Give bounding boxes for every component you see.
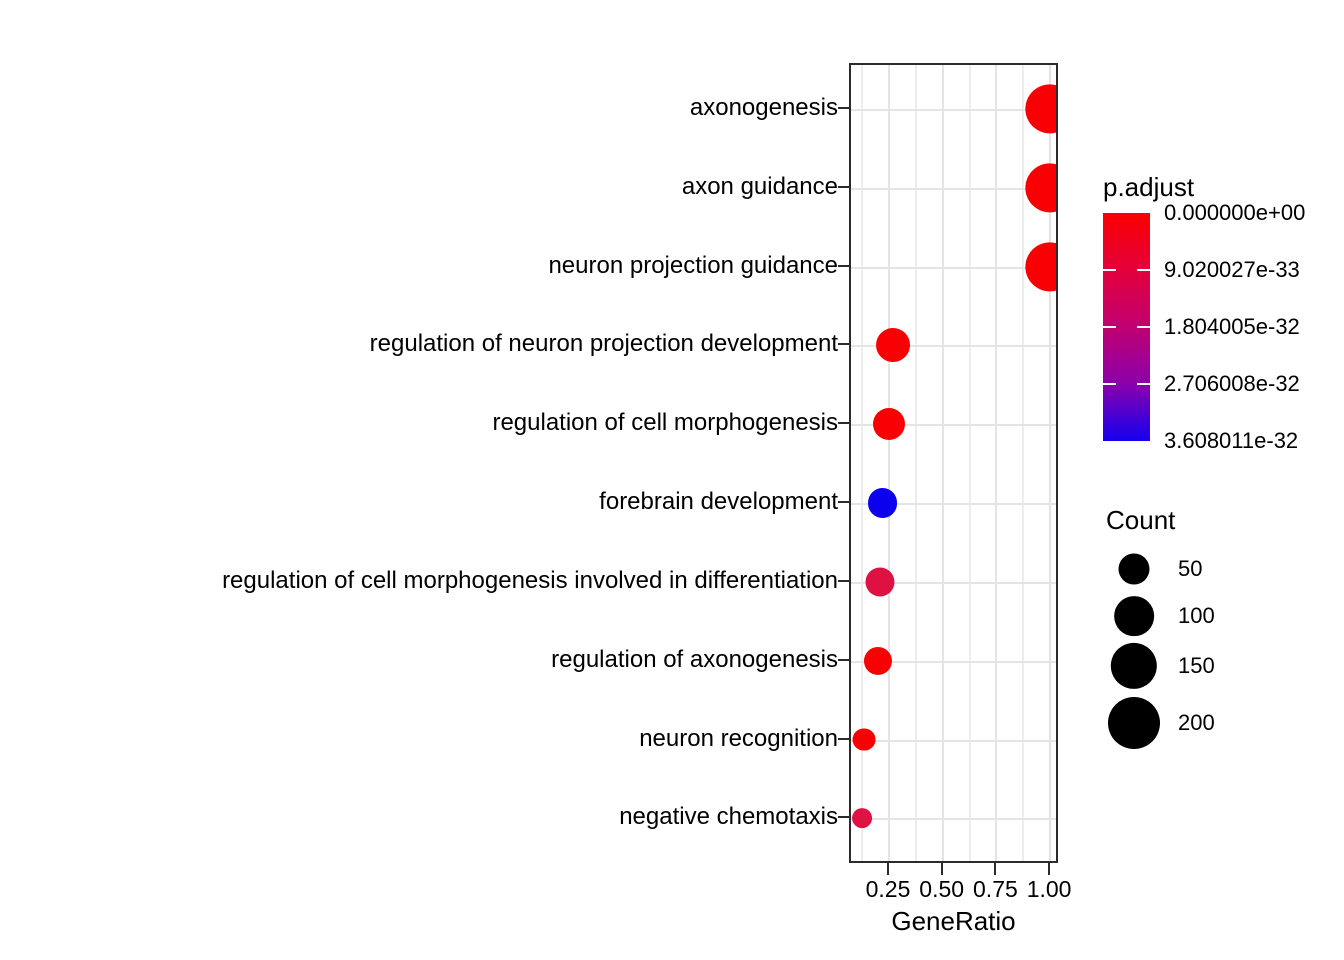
gridline-y-major bbox=[851, 739, 1056, 742]
colorbar-label: 3.608011e-32 bbox=[1164, 428, 1299, 453]
count-legend-label: 100 bbox=[1178, 603, 1215, 628]
gridline-x-minor bbox=[1022, 65, 1025, 861]
count-legend-circle bbox=[1118, 553, 1150, 585]
category-label: regulation of cell morphogenesis involve… bbox=[222, 566, 838, 594]
gridline-y-major bbox=[851, 660, 1056, 663]
y-tick-mark bbox=[838, 107, 849, 109]
colorbar-tick-mark bbox=[1137, 383, 1150, 385]
gridline-x-minor bbox=[914, 65, 917, 861]
gridline-y-major bbox=[851, 503, 1056, 506]
colorbar-tick-mark bbox=[1137, 269, 1150, 271]
y-tick-mark bbox=[838, 579, 849, 582]
y-tick-mark bbox=[838, 264, 849, 267]
gridline-x-major bbox=[1049, 65, 1052, 861]
category-label: regulation of neuron projection developm… bbox=[369, 330, 838, 358]
colorbar-tick-mark bbox=[1137, 326, 1150, 328]
y-tick-mark bbox=[838, 658, 849, 661]
colorbar-label: 1.804005e-32 bbox=[1164, 314, 1300, 339]
colorbar-label: 0.000000e+00 bbox=[1164, 200, 1306, 225]
data-point-regulation-of-cell-morphogenesis bbox=[872, 408, 906, 441]
count-legend-circle bbox=[1110, 642, 1158, 690]
count-legend-label: 50 bbox=[1178, 556, 1203, 581]
count-legend-circle bbox=[1114, 596, 1154, 636]
category-label: axon guidance bbox=[681, 172, 838, 200]
gridline-x-major bbox=[888, 65, 890, 861]
data-point-regulation-of-cell-morphogenesis-involved-in-differentiation bbox=[865, 567, 895, 597]
data-point-neuron-recognition bbox=[852, 728, 876, 752]
colorbar-tick-mark bbox=[1103, 326, 1116, 328]
category-label: forebrain development bbox=[599, 488, 838, 516]
x-tick-label: 1.00 bbox=[1026, 876, 1072, 902]
x-tick-mark bbox=[1048, 863, 1051, 875]
y-tick-mark bbox=[838, 501, 849, 504]
colorbar-tick-mark bbox=[1103, 269, 1116, 271]
x-tick-mark bbox=[994, 863, 997, 875]
y-tick-mark bbox=[838, 816, 849, 819]
x-tick-label: 0.25 bbox=[865, 876, 911, 902]
category-label: regulation of cell morphogenesis bbox=[492, 409, 838, 437]
colorbar-label: 2.706008e-32 bbox=[1164, 371, 1300, 396]
legend-count-title: Count bbox=[1106, 505, 1176, 535]
count-legend-label: 200 bbox=[1178, 710, 1215, 735]
category-label: neuron recognition bbox=[639, 724, 838, 752]
gridline-y-major bbox=[851, 818, 1056, 821]
count-legend-circle bbox=[1108, 697, 1160, 749]
data-point-regulation-of-neuron-projection-development bbox=[876, 328, 911, 363]
gridline-x-major bbox=[941, 65, 944, 861]
x-tick-label: 0.50 bbox=[919, 876, 965, 902]
x-tick-mark bbox=[887, 863, 889, 875]
data-point-neuron-projection-guidance bbox=[1025, 241, 1056, 292]
data-point-negative-chemotaxis bbox=[852, 808, 873, 829]
plot-panel bbox=[849, 63, 1058, 863]
data-point-forebrain-development bbox=[867, 488, 898, 519]
x-axis-title: GeneRatio bbox=[891, 906, 1016, 936]
colorbar-tick-mark bbox=[1103, 383, 1116, 385]
category-label: neuron projection guidance bbox=[548, 251, 838, 279]
data-point-axon-guidance bbox=[1025, 163, 1056, 213]
gridline-y-major bbox=[851, 266, 1056, 269]
x-tick-label: 0.75 bbox=[973, 876, 1018, 902]
data-point-regulation-of-axonogenesis bbox=[864, 646, 893, 675]
gridline-y-major bbox=[851, 109, 1056, 111]
y-tick-mark bbox=[838, 737, 849, 740]
category-label: axonogenesis bbox=[689, 94, 838, 121]
y-tick-mark bbox=[838, 343, 849, 346]
gridline-y-major bbox=[851, 187, 1056, 190]
y-tick-mark bbox=[838, 185, 849, 188]
legend-p-adjust-title: p.adjust bbox=[1103, 172, 1195, 202]
gridline-y-major bbox=[851, 345, 1056, 348]
y-tick-mark bbox=[838, 422, 849, 425]
x-tick-mark bbox=[940, 863, 943, 875]
category-label: regulation of axonogenesis bbox=[551, 645, 838, 673]
category-label: negative chemotaxis bbox=[619, 803, 838, 831]
count-legend-label: 150 bbox=[1178, 653, 1215, 678]
colorbar-label: 9.020027e-33 bbox=[1164, 257, 1300, 282]
gridline-x-major bbox=[995, 65, 998, 861]
data-point-axonogenesis bbox=[1025, 84, 1056, 134]
gridline-x-minor bbox=[861, 65, 864, 861]
gridline-y-major bbox=[851, 424, 1056, 427]
gridline-y-major bbox=[851, 581, 1056, 584]
gridline-x-minor bbox=[968, 65, 971, 861]
